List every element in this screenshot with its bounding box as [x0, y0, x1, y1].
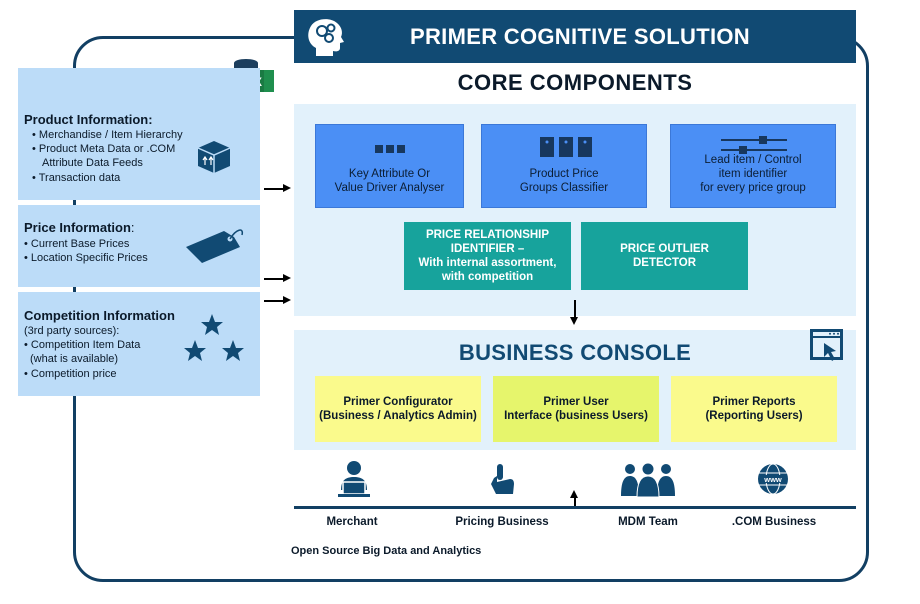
touch-icon [491, 464, 514, 494]
price-arrow-line [264, 278, 284, 280]
primer-reports-label: Primer Reports (Reporting Users) [705, 396, 803, 422]
competition-information-title: Competition Information [24, 308, 175, 323]
persona-baseline [294, 506, 856, 509]
product-information-panel: Product Information: Merchandise / Item … [18, 68, 260, 200]
key-attribute-label: Key Attribute Or Value Driver Analyser [334, 168, 445, 194]
competition-item-1: (what is available) [30, 353, 119, 365]
product-box-icon [197, 141, 231, 173]
product-item-0: Merchandise / Item Hierarchy [32, 128, 183, 142]
stars-icon [184, 314, 244, 361]
price-groups-label: Product Price Groups Classifier [519, 168, 609, 194]
page-title: PRIMER COGNITIVE SOLUTION [410, 24, 750, 49]
product-item-2: Attribute Data Feeds [42, 157, 143, 169]
competition-arrow-head [283, 296, 291, 304]
brain-head-icon [308, 19, 344, 56]
competition-item-0: Competition Item Data [24, 338, 140, 352]
price-information-panel: Price Information: Current Base Prices L… [18, 205, 260, 287]
product-item-1: Product Meta Data or .COM [32, 142, 175, 156]
down-arrow-head [570, 317, 578, 325]
price-outlier-box: PRICE OUTLIER DETECTOR [581, 222, 748, 290]
price-relationship-label: PRICE RELATIONSHIP IDENTIFIER – With int… [418, 229, 557, 283]
price-outlier-label: PRICE OUTLIER DETECTOR [620, 243, 709, 269]
price-relationship-box: PRICE RELATIONSHIP IDENTIFIER – With int… [404, 222, 571, 290]
key-attribute-box: Key Attribute Or Value Driver Analyser [315, 124, 464, 208]
price-tag-icon [186, 229, 244, 263]
console-window-icon [810, 329, 843, 361]
merchant-icon [338, 461, 370, 497]
competition-information-panel: Competition Information (3rd party sourc… [18, 292, 260, 396]
down-arrow-line [574, 300, 576, 318]
competition-item-2: Competition price [24, 367, 117, 381]
price-information-title-colon: : [130, 220, 135, 235]
title-bar [294, 10, 856, 63]
up-arrow-head [570, 490, 578, 498]
persona-mdm-team: MDM Team [618, 516, 678, 528]
sliders-icon [721, 136, 787, 154]
primer-configurator-label: Primer Configurator (Business / Analytic… [319, 396, 477, 422]
price-groups-icon [540, 137, 592, 157]
primer-user-interface-box: Primer User Interface (business Users) [493, 376, 659, 442]
key-attribute-icon [375, 145, 405, 153]
product-arrow-head [283, 184, 291, 192]
price-information-title-text: Price Information [24, 220, 131, 235]
persona-pricing-business: Pricing Business [455, 516, 549, 528]
competition-subtitle: (3rd party sources): [24, 325, 120, 337]
up-arrow-line [574, 497, 576, 507]
product-arrow-line [264, 188, 284, 190]
primer-reports-box: Primer Reports (Reporting Users) [671, 376, 837, 442]
price-information-title: Price Information: [24, 220, 135, 235]
team-icon [621, 462, 675, 498]
svg-text:www: www [763, 475, 782, 484]
www-globe-icon: www [758, 463, 788, 495]
core-components-title: CORE COMPONENTS [457, 70, 693, 95]
lead-item-label: Lead item / Control item identifier for … [700, 154, 806, 194]
primer-configurator-box: Primer Configurator (Business / Analytic… [315, 376, 481, 442]
business-console-title: BUSINESS CONSOLE [458, 340, 692, 365]
price-item-1: Location Specific Prices [24, 251, 148, 265]
price-arrow-head [283, 274, 291, 282]
price-item-0: Current Base Prices [24, 237, 129, 251]
footer-note: Open Source Big Data and Analytics [291, 545, 482, 557]
persona-com-business: .COM Business [731, 516, 817, 528]
lead-item-box: Lead item / Control item identifier for … [670, 124, 836, 208]
price-groups-box: Product Price Groups Classifier [481, 124, 647, 208]
persona-merchant: Merchant [326, 516, 378, 528]
competition-arrow-line [264, 300, 284, 302]
product-item-3: Transaction data [32, 171, 121, 185]
product-information-title: Product Information: [24, 112, 153, 127]
primer-user-interface-label: Primer User Interface (business Users) [504, 396, 648, 422]
